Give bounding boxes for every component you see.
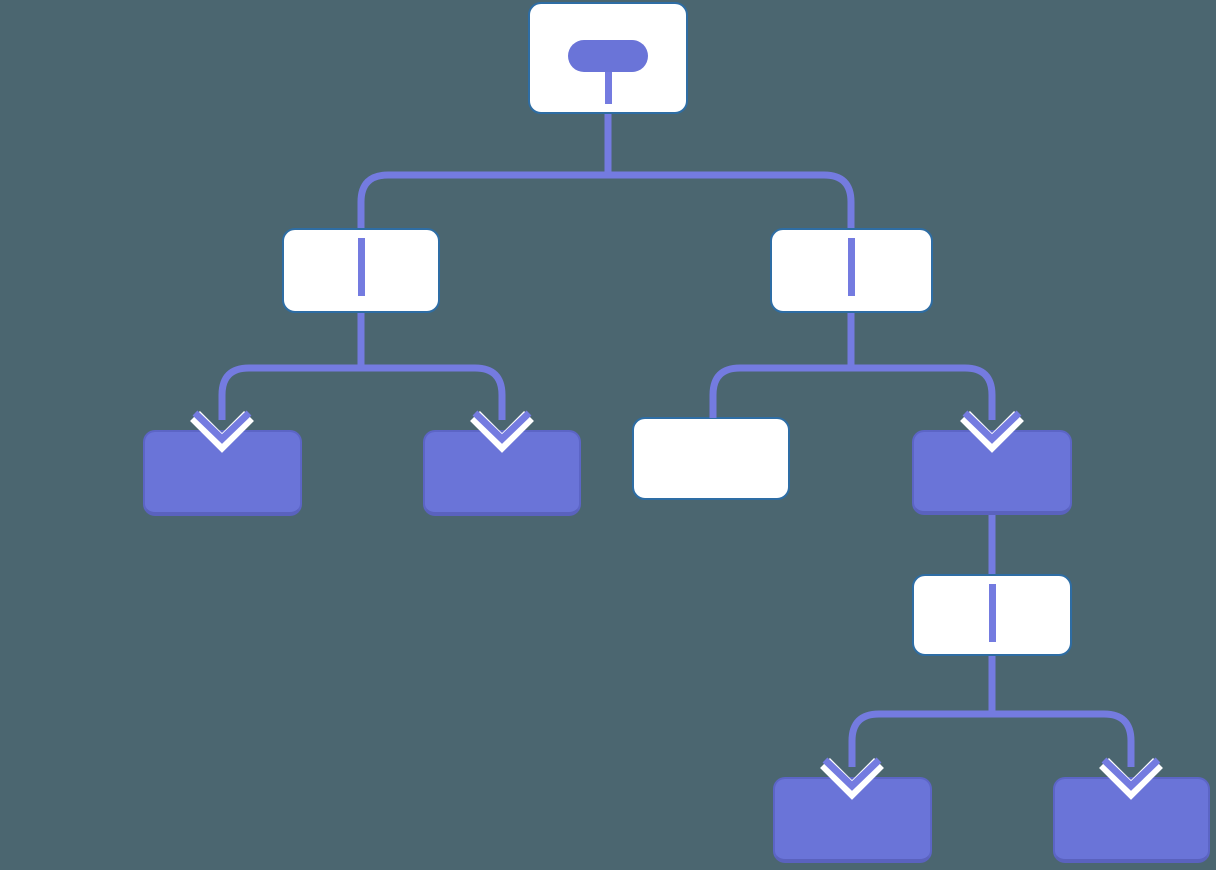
target-node-5[interactable]	[1053, 777, 1210, 863]
root-label-pill	[568, 40, 648, 72]
root-inner-stem	[604, 72, 612, 104]
empty-card-node[interactable]	[632, 417, 790, 500]
connector-edge	[218, 364, 506, 420]
branch-node-left[interactable]	[282, 228, 440, 313]
connector-edge	[848, 710, 992, 767]
vertical-divider-bar	[988, 584, 996, 642]
target-node-3[interactable]	[912, 430, 1072, 515]
connector-edge	[992, 710, 1135, 767]
target-node-2[interactable]	[423, 430, 581, 516]
vertical-divider-bar	[848, 238, 855, 296]
target-node-4[interactable]	[773, 777, 932, 863]
branch-node-bottom[interactable]	[912, 574, 1072, 656]
branch-node-right[interactable]	[770, 228, 933, 313]
connector-edge	[357, 171, 855, 228]
root-node[interactable]	[528, 2, 688, 114]
target-node-1[interactable]	[143, 430, 302, 516]
vertical-divider-bar	[357, 238, 365, 296]
connector-edge	[851, 364, 996, 420]
connector-edge	[709, 364, 851, 418]
